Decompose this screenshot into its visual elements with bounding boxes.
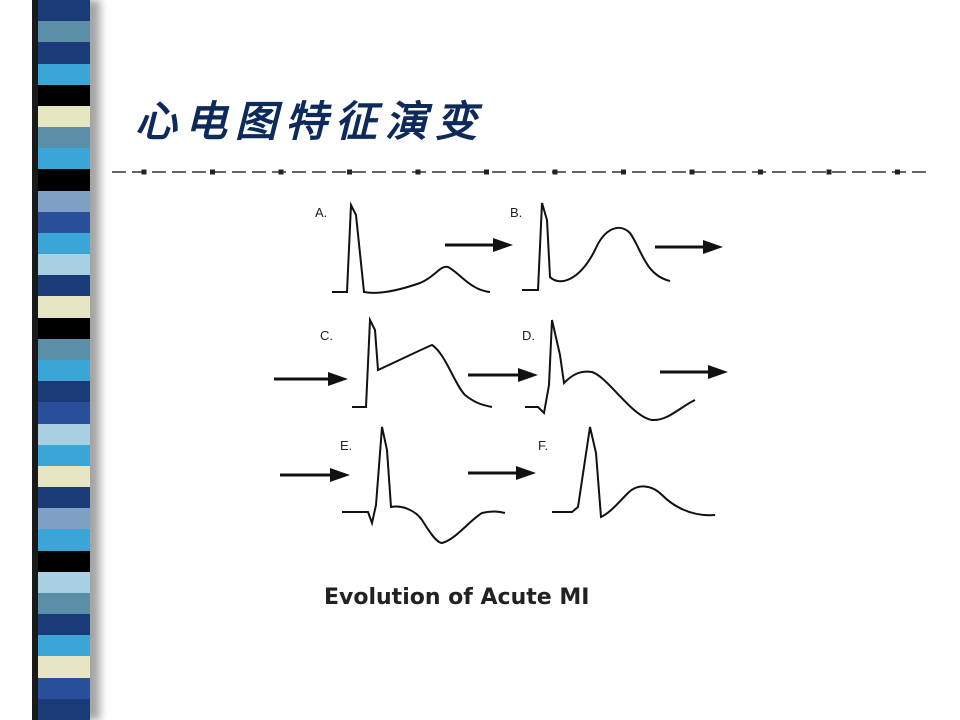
ecg-panel-a: A. bbox=[315, 201, 491, 294]
color-stripe-column bbox=[38, 0, 90, 720]
color-stripe bbox=[38, 656, 90, 679]
arrow-into-c bbox=[274, 372, 348, 386]
arrow-c-to-d bbox=[468, 368, 538, 382]
ecg-waveform-f bbox=[552, 426, 716, 519]
divider-dot bbox=[278, 169, 284, 175]
divider-dot bbox=[895, 169, 900, 175]
color-stripe bbox=[38, 21, 90, 43]
color-stripe bbox=[38, 105, 90, 128]
panel-label-f: F. bbox=[538, 438, 548, 453]
divider-dot bbox=[484, 169, 489, 175]
color-stripe bbox=[38, 169, 90, 192]
ecg-waveform-e bbox=[342, 426, 506, 545]
divider-dot bbox=[210, 169, 215, 175]
divider-dot bbox=[689, 169, 695, 175]
panel-label-a: A. bbox=[315, 205, 327, 220]
color-stripe bbox=[38, 677, 90, 700]
arrow-a-to-b bbox=[445, 238, 513, 252]
color-stripe bbox=[38, 508, 90, 530]
ecg-evolution-figure: A. B. C. D. E. bbox=[274, 201, 728, 545]
color-stripe bbox=[38, 338, 90, 361]
ecg-waveform-a bbox=[332, 201, 491, 294]
arrow-into-e bbox=[280, 468, 350, 482]
divider-dot bbox=[552, 169, 558, 175]
divider-dot bbox=[141, 169, 147, 175]
ecg-panel-b: B. bbox=[510, 202, 671, 291]
ecg-waveform-b bbox=[522, 202, 671, 291]
ecg-waveform-c bbox=[352, 316, 493, 408]
arrow-b-onward bbox=[655, 240, 723, 254]
arrow-e-to-f bbox=[468, 466, 536, 480]
color-stripe bbox=[38, 63, 90, 86]
color-stripe bbox=[38, 190, 90, 213]
ecg-panel-d: D. bbox=[522, 319, 696, 422]
arrow-d-onward bbox=[660, 365, 728, 379]
color-stripe bbox=[38, 360, 90, 382]
panel-label-b: B. bbox=[510, 205, 522, 220]
color-stripe bbox=[38, 84, 90, 107]
color-stripe bbox=[38, 529, 90, 552]
ecg-panel-e: E. bbox=[340, 426, 506, 545]
decorative-left-bar bbox=[0, 0, 110, 720]
divider-dot bbox=[347, 169, 352, 175]
panel-label-d: D. bbox=[522, 328, 535, 343]
color-stripe bbox=[38, 571, 90, 594]
divider-dot bbox=[826, 169, 832, 175]
color-stripe bbox=[38, 614, 90, 636]
color-stripe bbox=[38, 0, 90, 22]
color-stripe bbox=[38, 423, 90, 446]
color-stripe bbox=[38, 550, 90, 573]
panel-label-e: E. bbox=[340, 438, 352, 453]
color-stripe bbox=[38, 127, 90, 149]
ecg-waveform-d bbox=[525, 319, 696, 422]
color-stripe bbox=[38, 211, 90, 234]
color-stripe bbox=[38, 42, 90, 65]
color-stripe bbox=[38, 317, 90, 340]
page-title: 心电图特征演变 bbox=[135, 97, 486, 146]
divider-dot bbox=[758, 169, 763, 175]
panel-label-c: C. bbox=[320, 328, 333, 343]
color-stripe bbox=[38, 275, 90, 297]
color-stripe bbox=[38, 487, 90, 509]
divider-dot bbox=[621, 169, 626, 175]
figure-caption: Evolution of Acute MI bbox=[324, 585, 590, 610]
color-stripe bbox=[38, 381, 90, 403]
title-divider bbox=[112, 169, 927, 175]
color-stripe bbox=[38, 254, 90, 276]
color-stripe bbox=[38, 635, 90, 657]
color-stripe bbox=[38, 444, 90, 467]
ecg-panel-c: C. bbox=[320, 316, 493, 408]
color-stripe bbox=[38, 232, 90, 255]
ecg-panel-f: F. bbox=[538, 426, 716, 519]
divider-dot bbox=[415, 169, 421, 175]
color-stripe bbox=[38, 148, 90, 170]
color-stripe bbox=[38, 296, 90, 319]
color-stripe bbox=[38, 465, 90, 488]
color-stripe bbox=[38, 698, 90, 720]
left-bar-edge bbox=[32, 0, 38, 720]
color-stripe bbox=[38, 592, 90, 615]
color-stripe bbox=[38, 402, 90, 425]
